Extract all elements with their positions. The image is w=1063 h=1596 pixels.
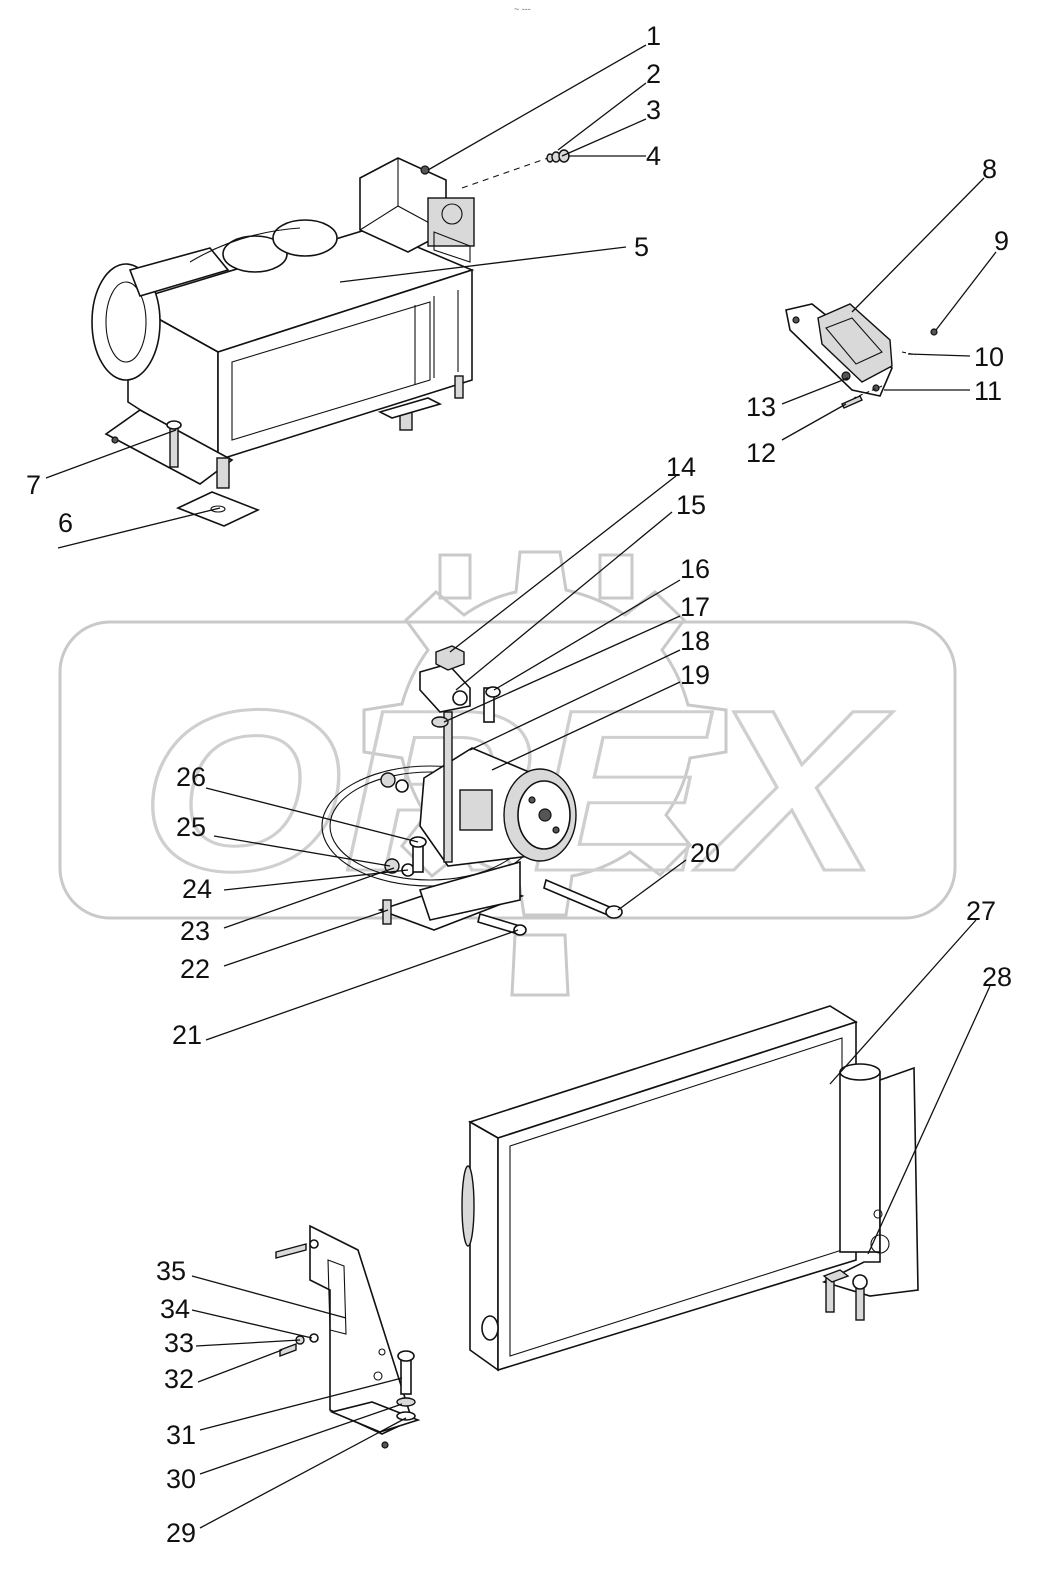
- callout-19: 19: [680, 660, 710, 690]
- callout-28: 28: [982, 962, 1012, 992]
- callout-6: 6: [58, 508, 73, 538]
- callout-5: 5: [634, 232, 649, 262]
- callout-18: 18: [680, 626, 710, 656]
- header-mark: ~ ---: [514, 4, 531, 14]
- callout-13: 13: [746, 392, 776, 422]
- callout-22: 22: [180, 954, 210, 984]
- evaporator-unit: [91, 149, 570, 527]
- callout-26: 26: [176, 762, 206, 792]
- callout-10: 10: [974, 342, 1004, 372]
- callout-2: 2: [646, 59, 661, 89]
- side-bracket: [275, 1224, 421, 1449]
- callout-25: 25: [176, 812, 206, 842]
- callout-24: 24: [182, 874, 212, 904]
- callout-34: 34: [160, 1294, 190, 1324]
- control-panel: [785, 303, 938, 409]
- callout-30: 30: [166, 1464, 196, 1494]
- callout-7: 7: [26, 470, 41, 500]
- callout-8: 8: [982, 154, 997, 184]
- condenser-assembly: [461, 1005, 919, 1372]
- callout-1: 1: [646, 21, 661, 51]
- callout-33: 33: [164, 1328, 194, 1358]
- callout-16: 16: [680, 554, 710, 584]
- leader-lines: [45, 44, 997, 1529]
- callout-17: 17: [680, 592, 710, 622]
- callout-12: 12: [746, 438, 776, 468]
- callout-32: 32: [164, 1364, 194, 1394]
- callout-labels: 1234567891011121314151617181920212223242…: [26, 21, 1012, 1548]
- callout-23: 23: [180, 916, 210, 946]
- callout-15: 15: [676, 490, 706, 520]
- callout-3: 3: [646, 95, 661, 125]
- callout-27: 27: [966, 896, 996, 926]
- callout-11: 11: [974, 376, 1002, 406]
- callout-31: 31: [166, 1420, 196, 1450]
- callout-29: 29: [166, 1518, 196, 1548]
- callout-9: 9: [994, 226, 1009, 256]
- callout-21: 21: [172, 1020, 202, 1050]
- callout-35: 35: [156, 1256, 186, 1286]
- compressor-assembly: [321, 645, 623, 936]
- callout-20: 20: [690, 838, 720, 868]
- callout-14: 14: [666, 452, 696, 482]
- callout-4: 4: [646, 141, 661, 171]
